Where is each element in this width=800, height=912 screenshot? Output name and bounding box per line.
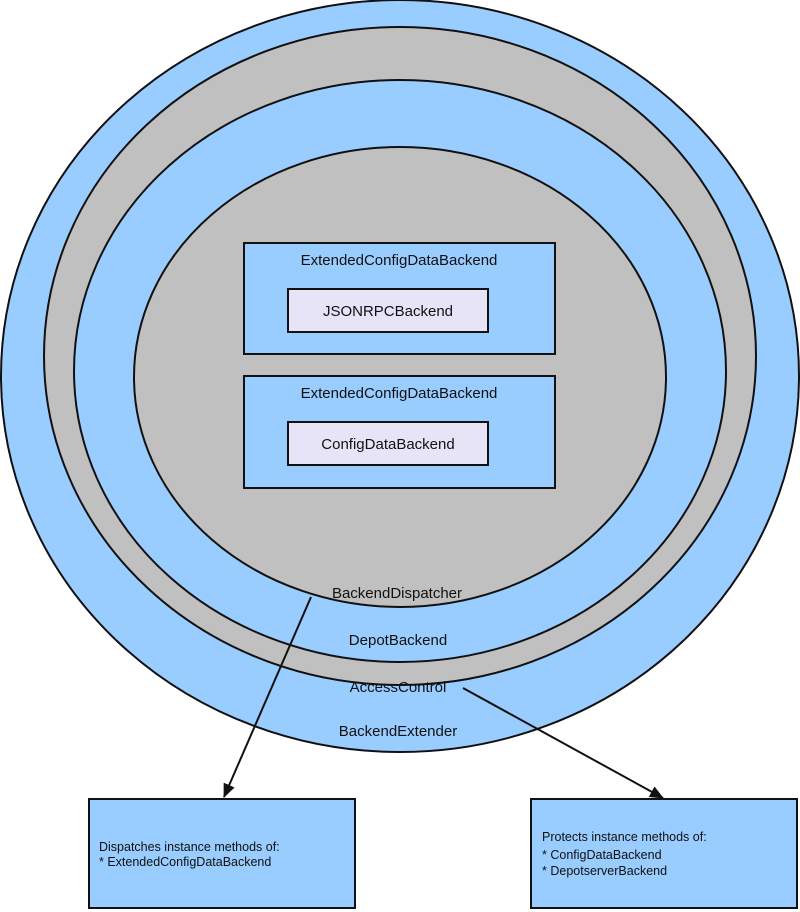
box-2-title: ExtendedConfigDataBackend <box>301 385 498 402</box>
access-control-note: Protects instance methods of: * ConfigDa… <box>530 798 798 909</box>
extended-config-box-2: ExtendedConfigDataBackend ConfigDataBack… <box>243 375 556 489</box>
depot-backend-label: DepotBackend <box>349 632 447 649</box>
access-note-line-1: Protects instance methods of: <box>542 830 707 844</box>
dispatcher-note-line-1: Dispatches instance methods of: <box>99 840 280 854</box>
access-control-label: AccessControl <box>350 679 447 696</box>
box-1-title: ExtendedConfigDataBackend <box>301 252 498 269</box>
backend-dispatcher-label: BackendDispatcher <box>332 585 462 602</box>
config-data-backend-label: ConfigDataBackend <box>321 436 454 453</box>
dispatcher-note: Dispatches instance methods of: * Extend… <box>88 798 356 909</box>
backend-extender-label: BackendExtender <box>339 723 457 740</box>
extended-config-box-1: ExtendedConfigDataBackend JSONRPCBackend <box>243 242 556 355</box>
access-note-line-2: * ConfigDataBackend <box>542 848 662 862</box>
access-note-line-3: * DepotserverBackend <box>542 864 667 878</box>
jsonrpc-backend-label: JSONRPCBackend <box>323 303 453 320</box>
dispatcher-note-line-2: * ExtendedConfigDataBackend <box>99 855 271 869</box>
dispatcher-arrow <box>223 596 312 798</box>
access-control-arrow <box>462 687 664 799</box>
